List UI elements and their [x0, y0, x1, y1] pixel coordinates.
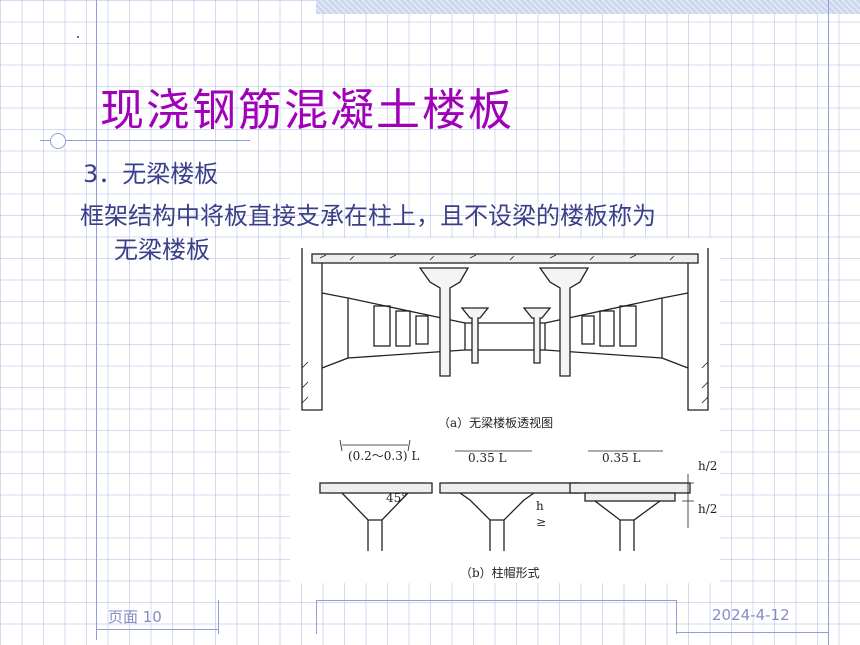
left-guide-line — [96, 0, 97, 640]
top-pattern-bar — [316, 0, 860, 14]
back-wall — [464, 322, 546, 351]
window-right-1 — [619, 305, 637, 347]
column-right-rear — [522, 307, 552, 364]
footer-divider-3 — [676, 600, 677, 634]
body-text-line-2: 无梁楼板 — [114, 236, 210, 264]
h-label: h — [536, 499, 544, 513]
caption-a: （a）无梁楼板透视图 — [438, 416, 554, 430]
dot-mark — [77, 36, 79, 38]
flat-slab-figure: (0.2～0.3) L 0.35 L 0.35 L 45° h ≥ h/2 h/… — [290, 238, 720, 583]
form2-column — [489, 520, 505, 551]
dim-label-3: 0.35 L — [602, 451, 641, 465]
page-title: 现浇钢筋混凝土楼板 — [100, 85, 514, 136]
window-left-3 — [415, 315, 429, 345]
form2-slab — [439, 482, 581, 494]
slab-top — [311, 253, 699, 264]
dim-label-2: 0.35 L — [468, 451, 507, 465]
dim-label-1: (0.2～0.3) L — [348, 449, 419, 463]
form3-drop-panel — [584, 492, 676, 502]
footer-line-center — [316, 600, 676, 601]
page-number: 页面 10 — [108, 608, 162, 626]
form3-column — [619, 520, 635, 551]
h2-bottom-label: h/2 — [698, 502, 717, 516]
footer-divider-2 — [316, 600, 317, 634]
form2-capital — [459, 492, 535, 521]
footer-line-right — [676, 632, 828, 633]
form1-slab — [319, 482, 433, 494]
window-right-3 — [581, 315, 595, 345]
caption-b: （b）柱帽形式 — [460, 566, 540, 580]
right-wall — [687, 248, 709, 411]
title-underline — [40, 140, 250, 141]
perspective-drawing — [301, 248, 709, 411]
form1-capital — [341, 492, 409, 521]
figure-drawing: (0.2～0.3) L 0.35 L 0.35 L 45° h ≥ h/2 h/… — [301, 248, 717, 551]
right-guide-line — [828, 0, 829, 645]
window-right-2 — [599, 310, 615, 347]
column-left-front — [418, 267, 470, 377]
window-left-1 — [373, 305, 391, 347]
ge-label: ≥ — [536, 515, 546, 529]
capital-forms — [319, 439, 694, 551]
bullet-circle-icon — [50, 133, 66, 149]
left-wall — [301, 248, 323, 411]
footer-divider-1 — [218, 600, 219, 634]
window-left-2 — [395, 310, 411, 347]
footer-date: 2024-4-12 — [712, 606, 790, 624]
body-text-line-1: 框架结构中将板直接支承在柱上，且不设梁的楼板称为 — [80, 202, 656, 230]
column-right-front — [538, 267, 590, 377]
form3-capital — [594, 500, 661, 521]
h2-top-label: h/2 — [698, 459, 717, 473]
form1-column — [367, 520, 383, 551]
form3-slab — [569, 482, 691, 494]
footer-line-left — [96, 629, 218, 630]
section-subtitle: 3．无梁楼板 — [83, 160, 219, 188]
column-left-rear — [460, 307, 490, 364]
angle-label: 45° — [386, 491, 407, 505]
